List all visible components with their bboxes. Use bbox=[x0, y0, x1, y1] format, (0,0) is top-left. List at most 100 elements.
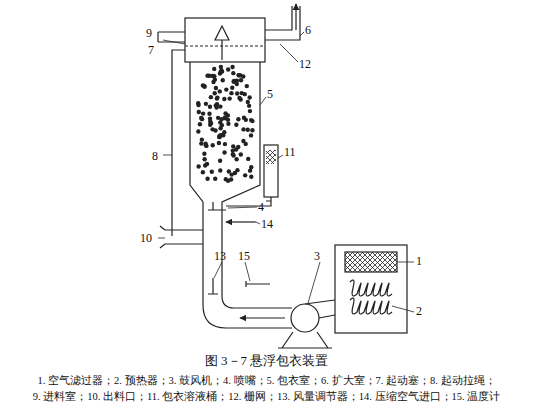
granule bbox=[221, 78, 225, 82]
granule bbox=[220, 123, 224, 127]
legend-line: 9. 进料室；10. 出料口；11. 包衣溶液桶；12. 栅网；13. 风量调节… bbox=[33, 390, 501, 403]
callout-number: 8 bbox=[152, 150, 158, 163]
leader-lines bbox=[158, 32, 414, 312]
granule bbox=[199, 116, 203, 120]
granule bbox=[210, 127, 214, 131]
granule bbox=[247, 95, 251, 99]
granule bbox=[221, 133, 225, 137]
granule bbox=[229, 172, 233, 176]
granule bbox=[201, 111, 205, 115]
granule bbox=[235, 91, 239, 95]
granule bbox=[239, 152, 243, 156]
granule bbox=[218, 159, 222, 163]
start-plug bbox=[215, 26, 229, 40]
granule bbox=[230, 86, 234, 90]
granule bbox=[241, 74, 245, 78]
granule bbox=[214, 103, 218, 107]
granule bbox=[197, 110, 201, 114]
granule bbox=[244, 118, 248, 122]
granule bbox=[246, 157, 250, 161]
granule bbox=[232, 79, 236, 83]
callout-number: 10 bbox=[140, 232, 152, 245]
granule bbox=[214, 86, 218, 90]
callout-number: 7 bbox=[148, 44, 154, 57]
granule bbox=[250, 128, 254, 132]
granule bbox=[215, 96, 219, 100]
granule bbox=[230, 65, 234, 69]
callout-number: 6 bbox=[305, 24, 311, 37]
granule bbox=[217, 141, 221, 145]
granule bbox=[196, 164, 200, 168]
granule bbox=[212, 91, 216, 95]
plug-stem bbox=[221, 40, 222, 60]
granule bbox=[209, 95, 213, 99]
figure-caption: 图 3－7 悬浮包衣装置 bbox=[0, 352, 533, 370]
granule bbox=[213, 177, 217, 181]
granule bbox=[234, 123, 238, 127]
feed-chamber bbox=[158, 32, 185, 42]
granule bbox=[198, 122, 202, 126]
granule bbox=[249, 175, 253, 179]
solution bbox=[266, 150, 276, 164]
granules bbox=[196, 65, 255, 183]
callout-number: 3 bbox=[314, 250, 320, 263]
nozzle bbox=[208, 202, 226, 210]
granule bbox=[229, 177, 233, 181]
callout-number: 2 bbox=[416, 305, 422, 318]
expansion-chamber bbox=[185, 18, 265, 62]
granule bbox=[204, 144, 208, 148]
granule bbox=[211, 80, 215, 84]
granule bbox=[226, 122, 230, 126]
coating-chamber bbox=[190, 62, 260, 250]
granule bbox=[207, 112, 211, 116]
granule bbox=[239, 78, 243, 82]
callout-number: 5 bbox=[267, 88, 273, 101]
granule bbox=[245, 84, 249, 88]
granule bbox=[218, 104, 222, 108]
granule bbox=[231, 71, 235, 75]
blower-outlet bbox=[305, 300, 335, 318]
granule bbox=[247, 104, 251, 108]
granule bbox=[246, 100, 250, 104]
granule bbox=[237, 73, 241, 77]
granule bbox=[218, 168, 222, 172]
granule bbox=[236, 117, 240, 121]
blower-stand bbox=[278, 332, 332, 348]
granule bbox=[226, 67, 230, 71]
granule bbox=[209, 121, 213, 125]
discharge-port bbox=[160, 226, 203, 248]
granule bbox=[199, 141, 203, 145]
granule bbox=[250, 119, 254, 123]
granule bbox=[249, 133, 253, 137]
granule bbox=[212, 67, 216, 71]
callout-number: 12 bbox=[299, 58, 311, 71]
callout-number: 11 bbox=[284, 146, 296, 159]
granule bbox=[239, 91, 243, 95]
granule bbox=[223, 142, 227, 146]
granule bbox=[205, 162, 209, 166]
granule bbox=[217, 135, 221, 139]
granule bbox=[202, 151, 206, 155]
compressed-air-arrow bbox=[226, 221, 256, 222]
granule bbox=[243, 173, 247, 177]
flow-arrow bbox=[240, 317, 285, 318]
legend-line: 1. 空气滤过器；2. 预热器；3. 鼓风机；4. 喷嘴；5. 包衣室；6. 扩… bbox=[38, 374, 496, 387]
granule bbox=[201, 83, 205, 87]
granule bbox=[246, 128, 250, 132]
granule bbox=[216, 116, 220, 120]
exhaust-pipe bbox=[265, 6, 300, 40]
granule bbox=[241, 127, 245, 131]
granule bbox=[217, 135, 221, 139]
granule bbox=[223, 111, 227, 115]
granule bbox=[219, 68, 223, 72]
granule bbox=[208, 105, 212, 109]
granule bbox=[237, 96, 241, 100]
granule bbox=[229, 91, 233, 95]
exhaust-arrow bbox=[295, 4, 296, 30]
callout-number: 9 bbox=[146, 27, 152, 40]
granule bbox=[231, 148, 235, 152]
granule bbox=[218, 89, 222, 93]
granule bbox=[248, 109, 252, 113]
granule bbox=[224, 177, 228, 181]
